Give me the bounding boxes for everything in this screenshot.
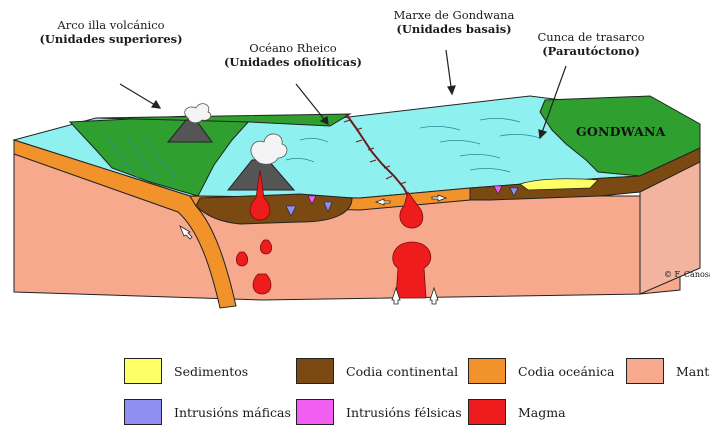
- legend-item-continental-crust: Codia continental: [296, 358, 458, 384]
- legend-label-mafic-intrusions: Intrusións máficas: [174, 405, 291, 420]
- legend-swatch-mafic-intrusions: [124, 399, 162, 425]
- legend-item-oceanic-crust: Codia oceánica: [468, 358, 614, 384]
- legend-swatch-magma: [468, 399, 506, 425]
- ocean-label-title: Océano Rheico: [224, 41, 362, 55]
- arc-label-subtitle: (Unidades superiores): [39, 32, 182, 46]
- legend-swatch-oceanic-crust: [468, 358, 506, 384]
- arc-label: Arco illa volcánico (Unidades superiores…: [39, 18, 182, 46]
- credit-text: © F. Canosa: [664, 270, 710, 279]
- legend-label-felsic-intrusions: Intrusións félsicas: [346, 405, 462, 420]
- legend-item-felsic-intrusions: Intrusións félsicas: [296, 399, 462, 425]
- basin-label-title: Cunca de trasarco: [538, 30, 645, 44]
- margin-label: Marxe de Gondwana (Unidades basais): [394, 8, 515, 36]
- legend-swatch-felsic-intrusions: [296, 399, 334, 425]
- legend-label-magma: Magma: [518, 405, 566, 420]
- legend-label-oceanic-crust: Codia oceánica: [518, 364, 614, 379]
- arc-label-title: Arco illa volcánico: [39, 18, 182, 32]
- small-volcano-smoke: [185, 104, 211, 123]
- legend-label-continental-crust: Codia continental: [346, 364, 458, 379]
- legend-swatch-continental-crust: [296, 358, 334, 384]
- legend-item-mafic-intrusions: Intrusións máficas: [124, 399, 291, 425]
- legend-label-sediments: Sedimentos: [174, 364, 248, 379]
- legend-item-magma: Magma: [468, 399, 566, 425]
- ocean-label-subtitle: (Unidades ofiolíticas): [224, 55, 362, 69]
- legend-label-mantle: Manto: [676, 364, 710, 379]
- basin-label: Cunca de trasarco (Parautóctono): [538, 30, 645, 58]
- basin-label-subtitle: (Parautóctono): [538, 44, 645, 58]
- legend-swatch-sediments: [124, 358, 162, 384]
- legend-swatch-mantle: [626, 358, 664, 384]
- legend-item-mantle: Manto: [626, 358, 710, 384]
- ocean-label: Océano Rheico (Unidades ofiolíticas): [224, 41, 362, 69]
- gondwana-label: GONDWANA: [576, 124, 666, 139]
- margin-label-title: Marxe de Gondwana: [394, 8, 515, 22]
- margin-label-subtitle: (Unidades basais): [394, 22, 515, 36]
- legend-item-sediments: Sedimentos: [124, 358, 248, 384]
